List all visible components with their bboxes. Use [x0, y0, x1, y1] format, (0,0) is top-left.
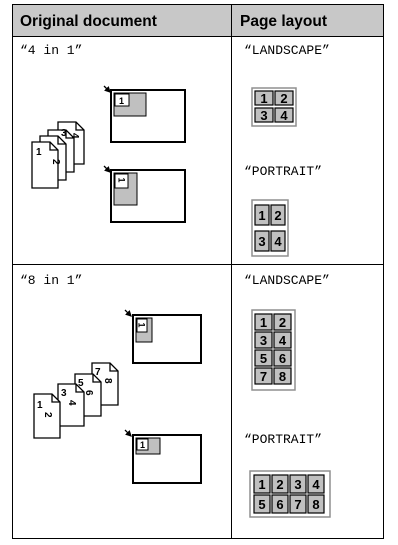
grid-cell-number: 8: [279, 369, 286, 384]
document-stack-icon: [33, 362, 119, 439]
stack-page-number: 6: [83, 390, 94, 396]
grid-cell-number: 4: [274, 234, 282, 249]
feed-arrow-icon: [103, 165, 111, 173]
landscape-page-icon: [110, 89, 186, 143]
grid-cell-number: 4: [280, 108, 288, 123]
grid-cell-number: 1: [260, 91, 267, 106]
grid-cell-number: 2: [274, 208, 281, 223]
grid-cell-number: 1: [258, 477, 265, 492]
grid-cell-number: 4: [279, 333, 287, 348]
layout-table-graphic: Original document Page layout “4 in 1” 1…: [12, 4, 384, 539]
header-original-document: Original document: [20, 13, 157, 30]
feed-arrow-icon: [103, 85, 111, 93]
stack-page-number: 2: [42, 412, 53, 418]
result-page-number: 1: [117, 178, 127, 183]
feed-arrow-icon: [124, 309, 132, 317]
stack-page-number: 1: [37, 400, 43, 411]
stack-page-number: 7: [95, 367, 101, 378]
grid-cell-number: 3: [260, 333, 267, 348]
result-page-number: 1: [137, 323, 147, 328]
result-page-number: 1: [140, 440, 145, 450]
layout-grid-portrait-8in1: [249, 470, 331, 518]
grid-cell-number: 1: [260, 315, 267, 330]
grid-cell-number: 6: [279, 351, 286, 366]
mode-label-4in1: “4 in 1”: [20, 43, 82, 58]
layout-grid-portrait-4in1: [251, 199, 289, 257]
grid-cell-number: 3: [294, 477, 301, 492]
portrait-page-icon: [110, 169, 186, 223]
grid-cell-number: 3: [258, 234, 265, 249]
grid-cell-number: 8: [312, 497, 319, 512]
grid-cell-number: 7: [260, 369, 267, 384]
grid-cell-number: 3: [260, 108, 267, 123]
layout-grid-landscape-8in1: [251, 309, 296, 391]
table-header-background: [12, 4, 384, 36]
grid-cell-number: 6: [276, 497, 283, 512]
layout-label-landscape-4in1: “LANDSCAPE”: [244, 43, 330, 58]
layout-label-landscape-8in1: “LANDSCAPE”: [244, 273, 330, 288]
feed-arrow-icon: [124, 429, 132, 437]
result-page-number: 1: [119, 96, 124, 106]
grid-cell-number: 2: [279, 315, 286, 330]
grid-cell-number: 2: [280, 91, 287, 106]
grid-cell-number: 4: [312, 477, 320, 492]
layout-table: Original document Page layout “4 in 1” 1…: [12, 4, 384, 539]
grid-cell-number: 2: [276, 477, 283, 492]
table-border: [12, 4, 384, 539]
grid-cell-number: 1: [258, 208, 265, 223]
stack-page-number: 3: [61, 388, 67, 399]
layout-grid-landscape-4in1: [251, 87, 297, 127]
mode-label-8in1: “8 in 1”: [20, 273, 82, 288]
stack-page-number: 2: [50, 159, 61, 165]
grid-cell-number: 7: [294, 497, 301, 512]
stack-page-number: 4: [69, 133, 80, 139]
grid-cell-number: 5: [260, 351, 267, 366]
portrait-page-icon: [132, 434, 202, 484]
grid-cell-number: 5: [258, 497, 265, 512]
layout-label-portrait-8in1: “PORTRAIT”: [244, 432, 322, 447]
stack-page-number: 4: [66, 400, 77, 406]
landscape-page-icon: [132, 314, 202, 364]
document-stack-icon: [31, 121, 85, 189]
stack-page-number: 5: [78, 378, 84, 389]
stack-page-number: 1: [36, 147, 42, 158]
stack-page-number: 3: [61, 128, 67, 139]
layout-label-portrait-4in1: “PORTRAIT”: [244, 164, 322, 179]
stack-page-number: 8: [102, 378, 113, 384]
header-page-layout: Page layout: [240, 13, 327, 30]
